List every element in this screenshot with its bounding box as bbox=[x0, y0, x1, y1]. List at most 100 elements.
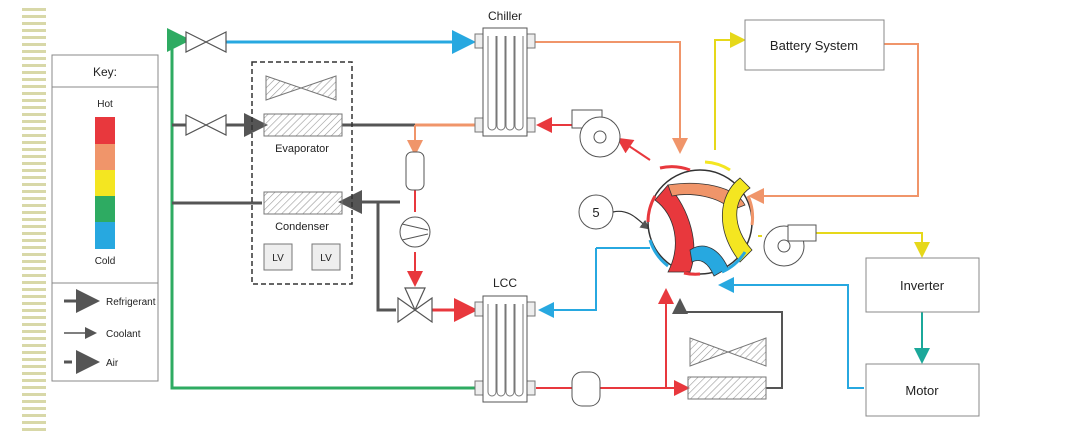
legend-swatch-hot bbox=[95, 117, 115, 144]
border-stripe bbox=[22, 239, 46, 242]
border-stripe bbox=[22, 120, 46, 123]
legend-swatch-yellow bbox=[95, 170, 115, 196]
coolant-cold-to-lcc bbox=[538, 248, 597, 318]
left-border-stripes bbox=[22, 4, 46, 434]
border-stripe bbox=[22, 386, 46, 389]
border-stripe bbox=[22, 365, 46, 368]
border-stripe bbox=[22, 225, 46, 228]
border-stripe bbox=[22, 393, 46, 396]
legend: Key: Hot Cold Refrigerant Coolant Air bbox=[51, 54, 159, 382]
coolant-pump-lower bbox=[763, 224, 817, 267]
legend-coolant-label: Coolant bbox=[106, 329, 141, 340]
border-stripe bbox=[22, 197, 46, 200]
border-stripe bbox=[22, 400, 46, 403]
multi-port-coolant-valve bbox=[646, 160, 755, 277]
coolant-green-loop bbox=[167, 28, 476, 390]
border-stripe bbox=[22, 204, 46, 207]
border-stripe bbox=[22, 323, 46, 326]
border-stripe bbox=[22, 281, 46, 284]
border-stripe bbox=[22, 36, 46, 39]
border-stripe bbox=[22, 85, 46, 88]
legend-swatch-cold bbox=[95, 222, 115, 249]
border-stripe bbox=[22, 183, 46, 186]
border-stripe bbox=[22, 267, 46, 270]
border-stripe bbox=[22, 43, 46, 46]
border-stripe bbox=[22, 99, 46, 102]
motor-box bbox=[865, 363, 980, 417]
chiller-label: Chiller bbox=[488, 9, 522, 23]
coolant-yellow-to-inverter bbox=[816, 232, 930, 258]
lv-right-label: LV bbox=[320, 253, 332, 264]
border-stripe bbox=[22, 127, 46, 130]
border-stripe bbox=[22, 176, 46, 179]
lv-box-left bbox=[263, 243, 293, 271]
border-stripe bbox=[22, 211, 46, 214]
radiator-fan-icon bbox=[689, 337, 767, 367]
border-stripe bbox=[22, 71, 46, 74]
coolant-yellow-to-battery bbox=[714, 32, 746, 150]
lcc-label: LCC bbox=[493, 276, 517, 290]
border-stripe bbox=[22, 162, 46, 165]
border-stripe bbox=[22, 337, 46, 340]
border-stripe bbox=[22, 232, 46, 235]
border-stripe bbox=[22, 57, 46, 60]
border-stripe bbox=[22, 344, 46, 347]
legend-cold-label: Cold bbox=[95, 256, 116, 267]
battery-system-box bbox=[744, 19, 885, 71]
border-stripe bbox=[22, 246, 46, 249]
lv-box-right bbox=[311, 243, 341, 271]
lv-left-label: LV bbox=[272, 253, 284, 264]
border-stripe bbox=[22, 113, 46, 116]
refrigerant-lines bbox=[172, 113, 415, 312]
expansion-valve-mid bbox=[185, 114, 227, 136]
legend-swatch-green bbox=[95, 196, 115, 222]
border-stripe bbox=[22, 253, 46, 256]
coolant-warm-chiller-out bbox=[534, 41, 688, 154]
border-stripe bbox=[22, 260, 46, 263]
border-stripe bbox=[22, 274, 46, 277]
border-stripe bbox=[22, 288, 46, 291]
compressor bbox=[399, 216, 431, 248]
border-stripe bbox=[22, 302, 46, 305]
border-stripe bbox=[22, 372, 46, 375]
legend-refrigerant-label: Refrigerant bbox=[106, 297, 156, 308]
radiator-core bbox=[687, 376, 767, 400]
border-stripe bbox=[22, 169, 46, 172]
border-stripe bbox=[22, 50, 46, 53]
border-stripe bbox=[22, 330, 46, 333]
coolant-warm-from-battery bbox=[748, 43, 919, 204]
inverter-box bbox=[865, 257, 980, 313]
border-stripe bbox=[22, 78, 46, 81]
front-fan-icon bbox=[265, 75, 337, 101]
legend-title: Key: bbox=[93, 65, 117, 79]
border-stripe bbox=[22, 295, 46, 298]
border-stripe bbox=[22, 148, 46, 151]
coolant-pump-upper bbox=[571, 109, 621, 158]
border-stripe bbox=[22, 428, 46, 431]
border-stripe bbox=[22, 316, 46, 319]
border-stripe bbox=[22, 22, 46, 25]
border-stripe bbox=[22, 407, 46, 410]
expansion-valve-top bbox=[185, 31, 227, 53]
border-stripe bbox=[22, 92, 46, 95]
valve-callout-number: 5 bbox=[592, 205, 599, 220]
border-stripe bbox=[22, 379, 46, 382]
border-stripe bbox=[22, 421, 46, 424]
border-stripe bbox=[22, 106, 46, 109]
coolant-radiator-return bbox=[672, 298, 783, 389]
front-end-module-box bbox=[251, 61, 353, 285]
chiller-heat-exchanger bbox=[474, 27, 536, 137]
condenser-label: Condenser bbox=[275, 221, 329, 233]
border-stripe bbox=[22, 8, 46, 11]
border-stripe bbox=[22, 64, 46, 67]
lcc-heat-exchanger bbox=[474, 295, 536, 403]
border-stripe bbox=[22, 218, 46, 221]
legend-swatch-warm bbox=[95, 144, 115, 170]
border-stripe bbox=[22, 141, 46, 144]
border-stripe bbox=[22, 29, 46, 32]
three-way-valve bbox=[397, 287, 433, 324]
coolant-reservoir bbox=[571, 371, 601, 407]
evaporator-core bbox=[263, 113, 343, 137]
